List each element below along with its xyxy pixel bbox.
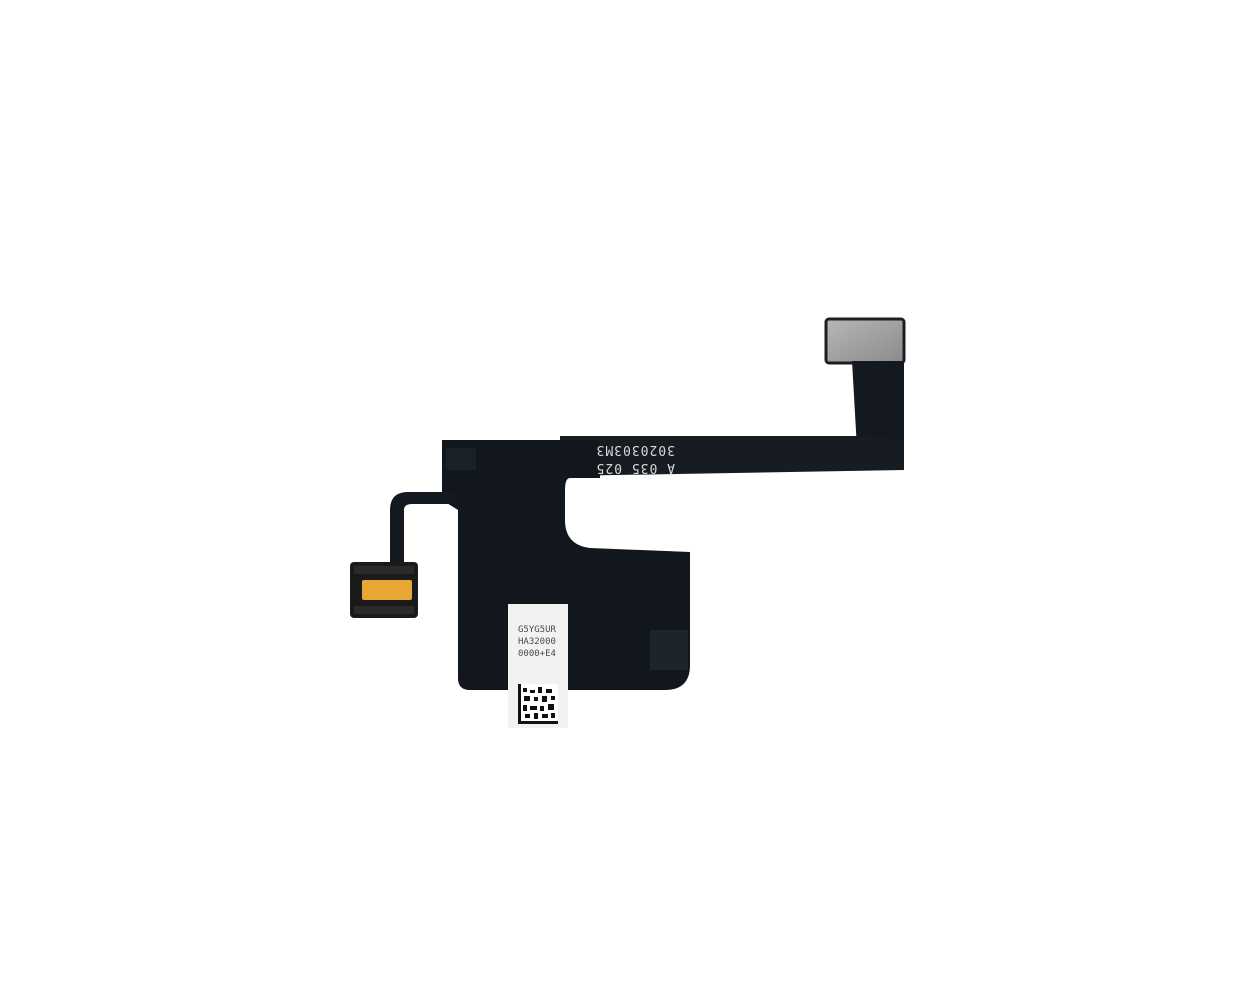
flex-ribbon-left bbox=[390, 492, 458, 520]
label-line3: 0000+E4 bbox=[518, 649, 556, 659]
datamatrix-code bbox=[518, 684, 558, 724]
label-line1: G5YG5UR bbox=[518, 625, 557, 635]
flex-main-body bbox=[442, 440, 690, 690]
flex-print-line2: 3020303M3 bbox=[596, 442, 675, 457]
flex-shade bbox=[650, 630, 688, 670]
label-line2: HA32000 bbox=[518, 637, 556, 647]
flex-shade-left bbox=[446, 448, 476, 470]
metal-plate bbox=[824, 317, 906, 365]
connector-gold-contact bbox=[362, 580, 412, 600]
flex-print-line1: A 035 025 bbox=[596, 460, 675, 475]
flex-ribbon-horizontal bbox=[560, 436, 904, 476]
